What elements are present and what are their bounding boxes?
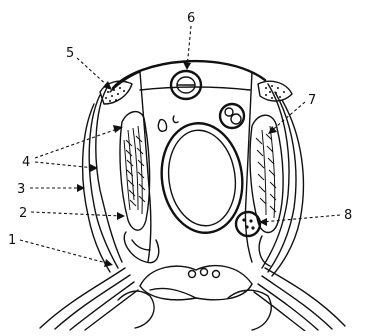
- label-8: 8: [344, 208, 352, 223]
- central-oval: [155, 118, 250, 238]
- small-teardrop-structures: [158, 116, 178, 131]
- label-7: 7: [308, 93, 316, 108]
- central-column: [140, 72, 252, 262]
- small-tube-upper-right: [220, 104, 244, 128]
- bottom-lobes: [118, 266, 271, 330]
- label-4: 4: [22, 155, 30, 170]
- stippled-top-corners: [100, 81, 292, 104]
- label-3: 3: [17, 182, 25, 197]
- right-muscle-block: [250, 115, 283, 266]
- label-5: 5: [66, 46, 74, 61]
- outer-body-outline: [40, 61, 345, 331]
- top-tube: [171, 71, 201, 99]
- label-1: 1: [8, 233, 16, 248]
- left-muscle-block: [120, 112, 159, 263]
- label-2: 2: [19, 206, 27, 221]
- label-6: 6: [187, 11, 195, 26]
